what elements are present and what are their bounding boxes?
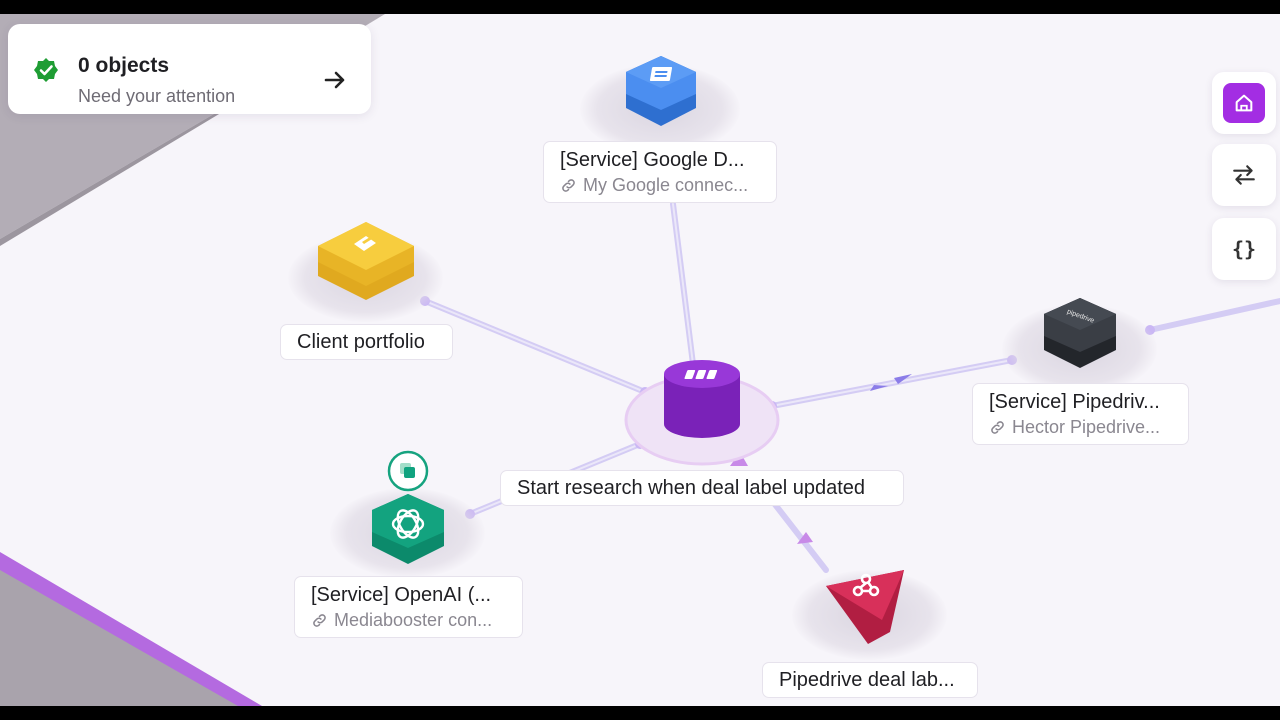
pipedrive-service-connection: Hector Pipedrive... xyxy=(1012,417,1161,437)
link-icon xyxy=(562,178,575,192)
code-button[interactable]: {} xyxy=(1212,218,1276,280)
pipedrive-service-title: [Service] Pipedriv... xyxy=(989,391,1160,413)
arrow-right-icon[interactable] xyxy=(323,68,347,92)
webhook-icon xyxy=(826,570,904,644)
attention-status-card[interactable]: 0 objects Need your attention xyxy=(8,24,371,114)
swap-arrows-icon xyxy=(1233,165,1255,185)
google-drive-icon xyxy=(626,56,696,126)
openai-label[interactable]: [Service] OpenAI (... Mediabooster con..… xyxy=(294,576,523,638)
pipedrive-icon: pipedrive xyxy=(1044,298,1116,368)
center-trigger-label[interactable]: Start research when deal label updated xyxy=(500,470,904,506)
swap-button[interactable] xyxy=(1212,144,1276,206)
client-portfolio-title: Client portfolio xyxy=(297,331,425,353)
center-trigger-title: Start research when deal label updated xyxy=(517,477,866,499)
webhook-label[interactable]: Pipedrive deal lab... xyxy=(762,662,978,698)
make-logo-icon xyxy=(664,360,740,438)
link-icon xyxy=(313,613,326,627)
center-trigger-node[interactable] xyxy=(622,352,782,472)
openai-icon xyxy=(372,494,444,564)
google-drive-label[interactable]: [Service] Google D... My Google connec..… xyxy=(543,141,777,203)
link-icon xyxy=(991,420,1004,434)
pipedrive-service-label[interactable]: [Service] Pipedriv... Hector Pipedrive..… xyxy=(972,383,1189,445)
home-icon xyxy=(1235,94,1253,112)
attention-subtitle: Need your attention xyxy=(78,86,236,106)
openai-node[interactable] xyxy=(330,450,490,580)
object-count: 0 objects xyxy=(78,54,170,77)
canvas-viewport[interactable]: [Service] Google D... My Google connec..… xyxy=(0,14,1280,706)
client-portfolio-node[interactable] xyxy=(288,216,448,326)
stack-icon xyxy=(318,222,414,300)
google-drive-title: [Service] Google D... xyxy=(560,149,745,171)
webhook-node[interactable] xyxy=(792,554,952,664)
home-button[interactable] xyxy=(1212,72,1276,134)
check-circle-icon xyxy=(34,58,58,82)
google-drive-node[interactable] xyxy=(580,44,740,154)
openai-title: [Service] OpenAI (... xyxy=(311,584,492,606)
copy-badge-icon[interactable] xyxy=(387,450,429,492)
client-portfolio-label[interactable]: Client portfolio xyxy=(280,324,453,360)
google-drive-connection: My Google connec... xyxy=(583,175,749,195)
openai-connection: Mediabooster con... xyxy=(334,610,493,630)
pipedrive-service-node[interactable]: pipedrive xyxy=(1002,292,1162,402)
braces-icon: {} xyxy=(1231,237,1257,261)
webhook-title: Pipedrive deal lab... xyxy=(779,669,955,691)
